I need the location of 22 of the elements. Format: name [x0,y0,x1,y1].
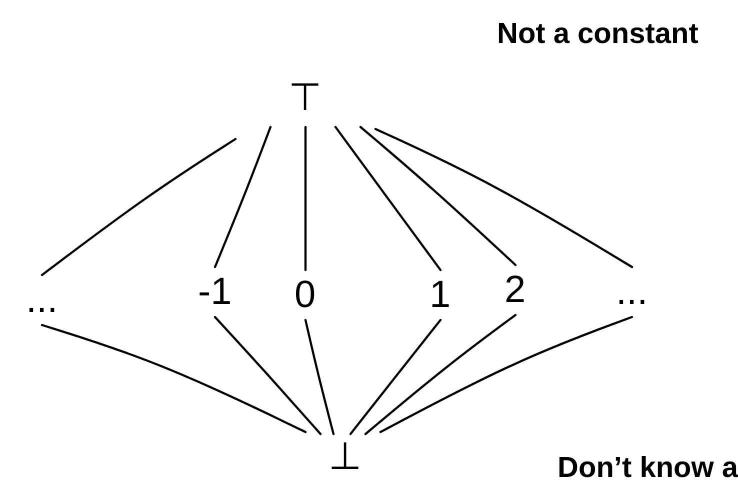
lattice-line [304,126,307,272]
lattice-line [40,324,307,434]
lattice-line [334,126,442,272]
lattice-element: 2 [504,271,526,309]
lattice-element: ... [616,273,648,311]
lattice-line [359,126,517,266]
lattice-line [349,318,442,436]
annotation-text: Don’t know a [558,452,738,485]
lattice-element: ⊥ [328,438,362,476]
lattice-line [364,314,517,436]
lattice-line [379,316,634,434]
lattice-element: 1 [430,276,451,314]
lattice-line [40,138,237,276]
lattice-element: ⊤ [288,79,322,117]
lattice-element: 0 [294,276,316,314]
lattice-line [214,316,322,436]
annotation-text: Not a constant [497,18,698,51]
lattice-element: ... [26,281,58,319]
lattice-line [374,128,634,268]
lattice-line [304,318,335,436]
lattice-line [214,126,272,268]
lattice-element: -1 [198,273,232,311]
